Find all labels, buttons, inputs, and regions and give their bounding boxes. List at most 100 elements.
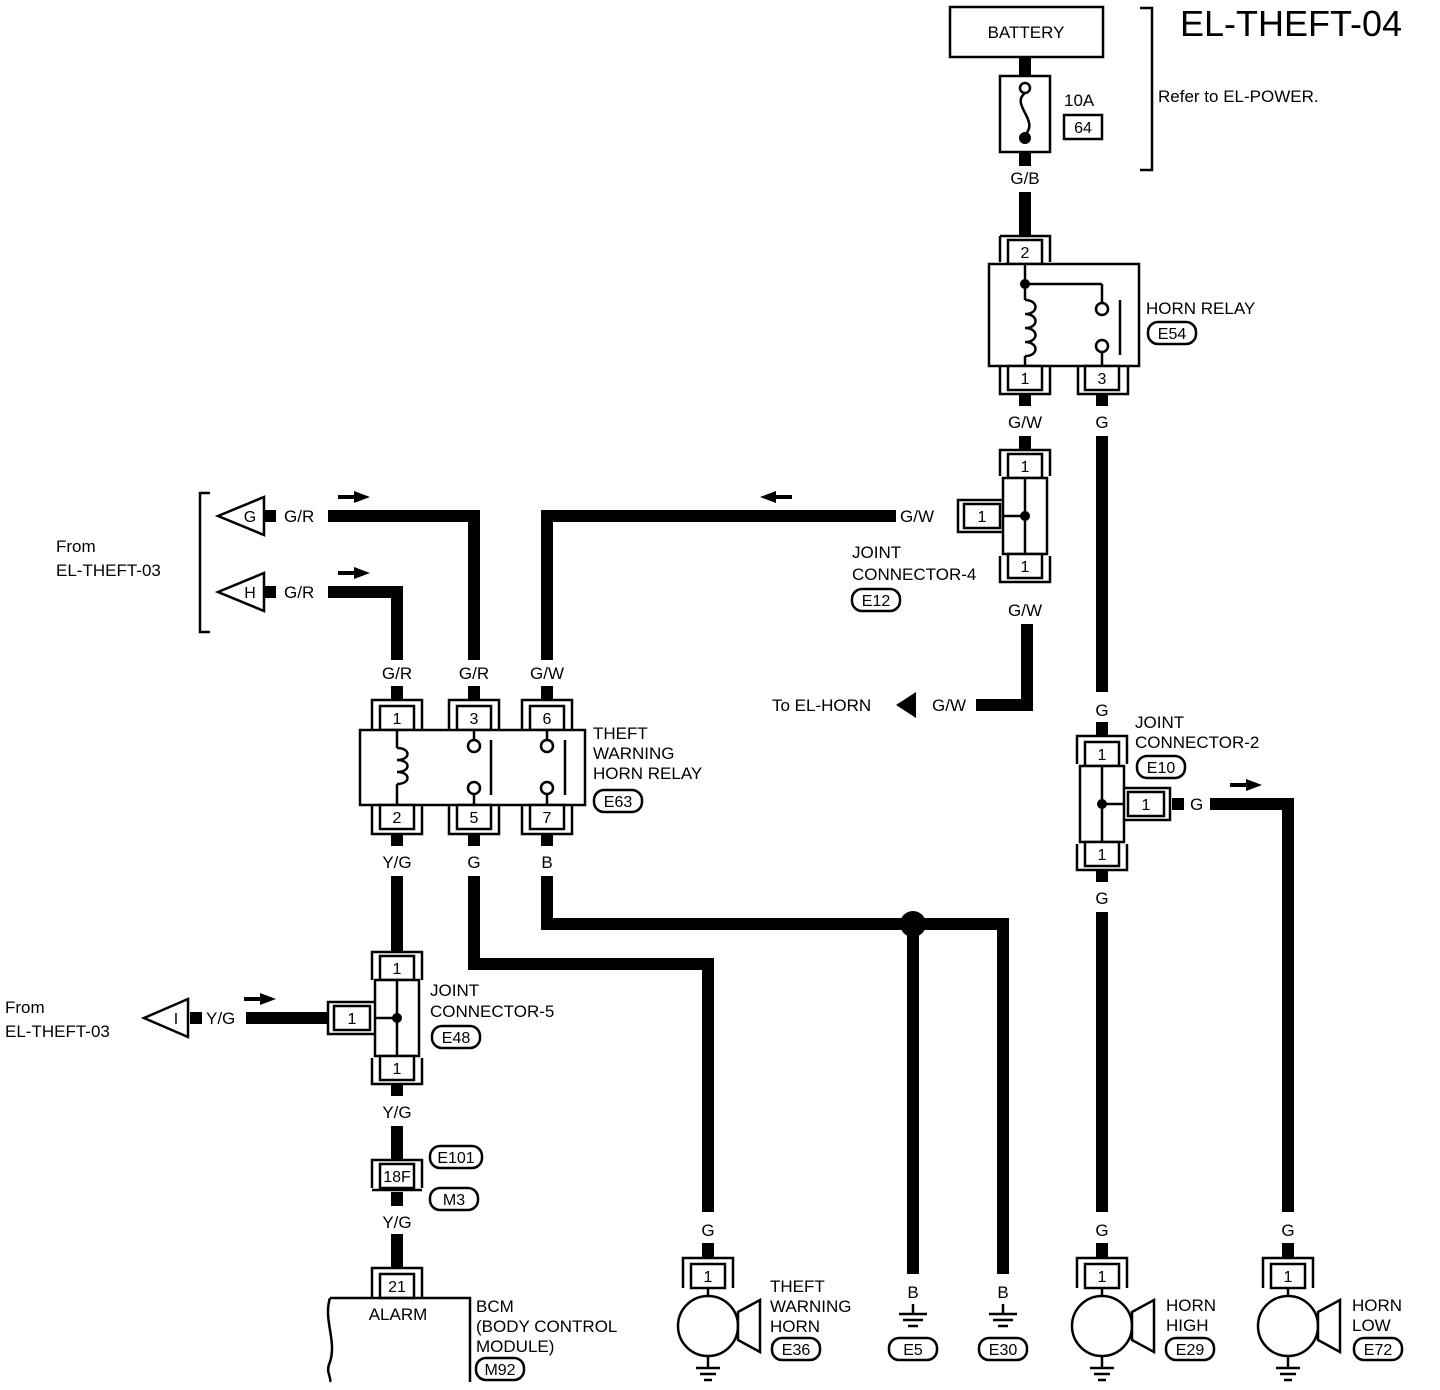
svg-text:CONNECTOR-5: CONNECTOR-5: [430, 1002, 554, 1021]
svg-text:3: 3: [470, 711, 479, 728]
arrow-left-icon: [896, 692, 916, 718]
from-bracket: [198, 491, 210, 634]
wire-label-gw-1: G/W: [1008, 413, 1042, 432]
svg-text:1: 1: [348, 1011, 357, 1028]
fuse-number: 64: [1074, 120, 1092, 137]
from-label-3: From: [5, 998, 45, 1017]
wire-label-gw-3: G/W: [530, 664, 564, 683]
battery: BATTERY: [948, 5, 1105, 59]
wire-label-g-4: G: [701, 1221, 714, 1240]
wire-label-yg-3: Y/G: [382, 1103, 411, 1122]
svg-text:MODULE): MODULE): [476, 1337, 554, 1356]
svg-text:LOW: LOW: [1352, 1316, 1391, 1335]
svg-text:1: 1: [1021, 459, 1030, 476]
svg-text:HORN: HORN: [1352, 1296, 1402, 1315]
wire-label-gw-2: G/W: [900, 507, 934, 526]
battery-label: BATTERY: [988, 23, 1065, 42]
wire-label-g-5: G: [1190, 795, 1203, 814]
to-el-horn-label: To EL-HORN: [772, 696, 871, 715]
joint-connector-2: 1 1 1 JOINT CONNECTOR-2 E10: [1075, 713, 1259, 872]
bcm: 21 ALARM BCM (BODY CONTROL MODULE) M92: [326, 1266, 617, 1383]
svg-text:E5: E5: [903, 1342, 923, 1359]
svg-text:M3: M3: [443, 1192, 465, 1209]
svg-text:E30: E30: [989, 1342, 1018, 1359]
joint-connector-4: 1 1 1 JOINT CONNECTOR-4 E12: [850, 448, 1052, 613]
svg-text:2: 2: [393, 810, 402, 827]
svg-text:1: 1: [393, 1061, 402, 1078]
refer-bracket: [1140, 6, 1154, 172]
theft-warning-horn-relay: 1 3 6 2 5 7 THEFT WARNING HORN: [358, 698, 702, 836]
horn-relay: 2 1 3 HORN RELAY E54: [987, 234, 1255, 396]
horn-relay-code: E54: [1158, 326, 1187, 343]
wire-label-g-1: G: [1095, 413, 1108, 432]
svg-text:6: 6: [543, 711, 552, 728]
joint4-line1: JOINT: [852, 543, 901, 562]
horn-relay-pin-2: 2: [1021, 245, 1030, 262]
wire-label-gb: G/B: [1010, 169, 1039, 188]
svg-text:HORN: HORN: [1166, 1296, 1216, 1315]
horn-low-code: E72: [1364, 1342, 1393, 1359]
horn-relay-pin-3: 3: [1098, 371, 1107, 388]
fuse: 10A 64: [998, 74, 1104, 154]
svg-text:WARNING: WARNING: [770, 1297, 852, 1316]
off-page-connector-h: H: [214, 571, 266, 613]
svg-text:B: B: [997, 1283, 1008, 1302]
svg-text:1: 1: [393, 711, 402, 728]
svg-text:7: 7: [543, 810, 552, 827]
wire-label-b-1: B: [541, 853, 552, 872]
svg-text:1: 1: [704, 1269, 713, 1286]
off-page-connector-i: I: [140, 997, 190, 1039]
svg-text:WARNING: WARNING: [593, 744, 675, 763]
refer-note: Refer to EL-POWER.: [1158, 87, 1319, 106]
svg-text:5: 5: [470, 810, 479, 827]
svg-text:1: 1: [1142, 797, 1151, 814]
wire-label-g-8: G: [1095, 1221, 1108, 1240]
bcm-code: M92: [484, 1362, 515, 1379]
wire-label-gw-5: G/W: [932, 696, 966, 715]
wire-label-gr-3: G/R: [382, 664, 412, 683]
svg-text:JOINT: JOINT: [430, 981, 479, 1000]
svg-text:1: 1: [393, 961, 402, 978]
wire-label-gr-4: G/R: [459, 664, 489, 683]
svg-text:HORN RELAY: HORN RELAY: [593, 764, 702, 783]
svg-text:1: 1: [1021, 559, 1030, 576]
joint-connector-5: 1 1 1 JOINT CONNECTOR-5 E48: [326, 950, 554, 1086]
theft-relay-code: E63: [604, 794, 633, 811]
wire-label-gr-1: G/R: [284, 507, 314, 526]
wire-label-g-3: G: [467, 853, 480, 872]
svg-text:1: 1: [1284, 1269, 1293, 1286]
svg-text:H: H: [244, 585, 256, 602]
wire-label-yg-2: Y/G: [206, 1009, 235, 1028]
svg-text:21: 21: [388, 1279, 406, 1296]
wire-label-g-7: G: [1095, 889, 1108, 908]
from-label-4: EL-THEFT-03: [5, 1022, 110, 1041]
wire-label-gw-4: G/W: [1008, 601, 1042, 620]
inline-connector-18f: 18F E101 M3: [370, 1144, 484, 1212]
horn-relay-name: HORN RELAY: [1146, 299, 1255, 318]
theft-horn-code: E36: [782, 1342, 811, 1359]
joint4-code: E12: [862, 593, 891, 610]
svg-text:1: 1: [1098, 847, 1107, 864]
svg-text:CONNECTOR-2: CONNECTOR-2: [1135, 733, 1259, 752]
ground-e5: B E5: [887, 1283, 939, 1362]
from-label-2: EL-THEFT-03: [56, 561, 161, 580]
wire-label-yg-4: Y/G: [382, 1213, 411, 1232]
svg-text:HORN: HORN: [770, 1317, 820, 1336]
svg-text:18F: 18F: [383, 1169, 411, 1186]
wire-label-gr-2: G/R: [284, 583, 314, 602]
fuse-amps: 10A: [1064, 91, 1095, 110]
wire-label-yg-1: Y/G: [382, 853, 411, 872]
wire-label-g-6: G: [1281, 1221, 1294, 1240]
off-page-connector-g: G: [214, 495, 266, 537]
joint4-line2: CONNECTOR-4: [852, 565, 976, 584]
svg-text:B: B: [907, 1283, 918, 1302]
ground-e30: B E30: [977, 1283, 1029, 1362]
bcm-alarm: ALARM: [369, 1305, 428, 1324]
svg-text:BCM: BCM: [476, 1297, 514, 1316]
horn-high-code: E29: [1176, 1342, 1205, 1359]
page-title: EL-THEFT-04: [1180, 3, 1402, 44]
svg-text:HIGH: HIGH: [1166, 1316, 1209, 1335]
theft-warning-horn: 1 THEFT WARNING HORN E36: [676, 1256, 852, 1382]
svg-text:E101: E101: [437, 1150, 474, 1167]
